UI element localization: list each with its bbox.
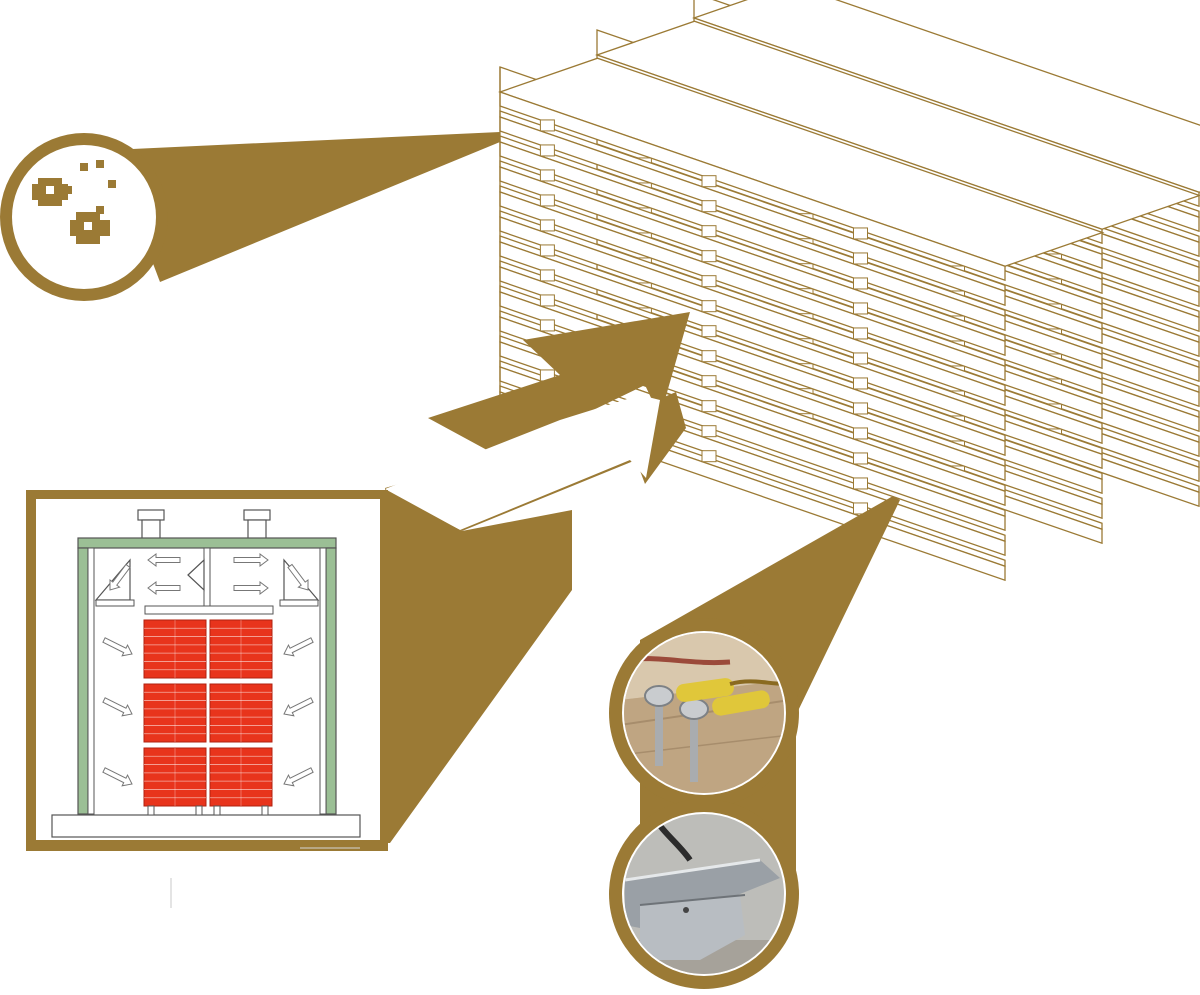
sticker [701,175,717,188]
sticker [853,452,868,465]
lumber-stack [498,0,1200,582]
sticker [539,169,555,182]
kiln-load-foot [213,805,221,816]
sticker [539,269,555,282]
kiln-airflow-arrow [287,563,309,591]
sticker [853,302,868,315]
kiln-airflow-arrow [147,553,181,567]
kiln-heater-left [95,599,135,607]
kiln-airflow-arrow [102,697,133,717]
kiln-chimney [247,519,267,541]
kiln-top-shelf [144,605,274,615]
sticker [853,502,868,515]
kiln-airflow-arrow [233,553,269,567]
sticker [853,427,868,440]
sticker [853,252,868,265]
sticker [701,225,717,238]
kiln-wall-right [325,547,337,815]
sticker [539,219,555,232]
sticker [539,144,555,157]
kiln-fan [187,558,205,592]
sticker [539,244,555,257]
moisture-pin-sensor-photo [624,633,784,793]
kiln-airflow-arrow [283,697,314,717]
kiln-airflow-arrow [109,563,131,591]
sticker [853,277,868,290]
sticker [853,327,868,340]
sticker [853,352,868,365]
kiln-liner-left [87,547,95,815]
sticker [853,227,868,240]
sticker [701,400,717,413]
kiln-base [51,814,361,838]
moisture-particles-icon [32,160,116,244]
kiln-heater-right [279,599,319,607]
sticker [701,300,717,313]
sticker [853,477,868,490]
sticker [539,294,555,307]
sticker [701,275,717,288]
kiln-liner-right [319,547,327,815]
kiln-airflow-arrow [147,581,181,595]
sticker [853,377,868,390]
stray-mark [170,878,172,908]
sticker [853,402,868,415]
kiln-chimney-cap [137,509,165,521]
kiln-callout [26,490,572,851]
sticker [701,350,717,363]
airflow-arrow-upper [428,312,690,456]
sticker [539,119,555,132]
sticker [701,450,717,463]
kiln-airflow-arrow [283,637,314,657]
airflow-arrow-lower [385,395,660,530]
kiln-airflow-cross-section [51,509,361,849]
kiln-load-foot [147,805,155,816]
sticker [539,319,555,332]
sticker [701,200,717,213]
sticker [539,194,555,207]
kiln-load-foot [195,805,203,816]
kiln-airflow-arrow [283,767,314,787]
moisture-callout-beam [110,132,500,282]
kiln-load-foot [261,805,269,816]
kiln-callout-beam [378,492,572,843]
sticker [701,250,717,263]
kiln-airflow-arrow [233,581,269,595]
kiln-wall-left [77,547,89,815]
kiln-chimney [141,519,161,541]
sticker [701,325,717,338]
sensor-callout [609,496,900,989]
kiln-chimney-cap [243,509,271,521]
sticker [701,425,717,438]
sticker [701,375,717,388]
temperature-plate-sensor-photo [624,814,784,974]
airflow-arrows [385,312,690,531]
kiln-roof [77,537,337,549]
kiln-center-post [203,547,211,609]
kiln-airflow-arrow [102,637,133,657]
moisture-callout [0,132,500,301]
kiln-airflow-arrow [102,767,133,787]
